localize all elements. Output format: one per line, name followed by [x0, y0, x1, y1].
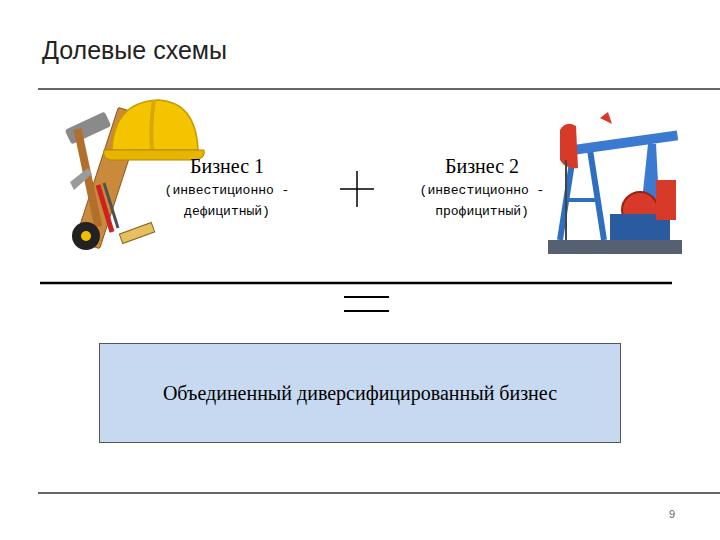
oil-pumpjack-illustration [548, 112, 682, 254]
construction-tools-illustration [65, 100, 205, 250]
page-number: 9 [669, 508, 675, 520]
box-text: Объединенный диверсифицированный бизнес [153, 382, 567, 405]
footer-rule [38, 492, 720, 494]
business-note: (инвестиционно - дефицитный) [155, 180, 300, 222]
business-label: Бизнес 2 [402, 155, 562, 178]
header-rule [38, 88, 720, 90]
business-note: (инвестиционно - профицитный) [410, 180, 555, 222]
plus-sign [340, 171, 374, 207]
result-box: Объединенный диверсифицированный бизнес [99, 343, 621, 443]
business-label: Бизнес 1 [147, 155, 307, 178]
fraction-bar [40, 282, 672, 285]
slide-title: Долевые схемы [42, 36, 227, 65]
equals-sign [344, 297, 389, 311]
